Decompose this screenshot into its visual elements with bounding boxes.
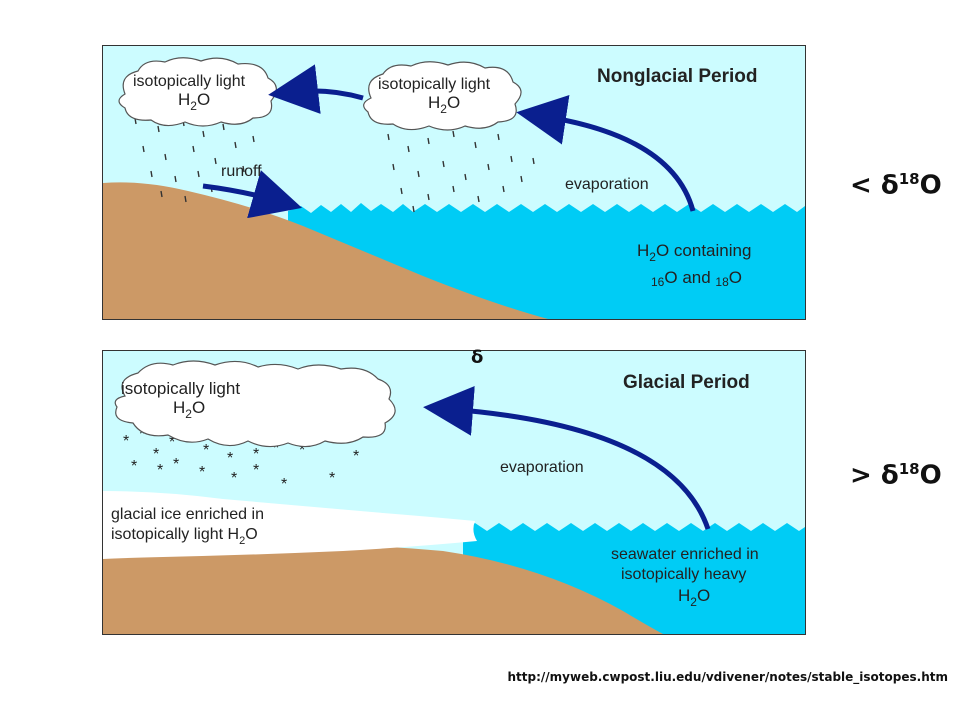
water-label-line2: 16O and 18O [651, 268, 742, 289]
cloud-line2: H2O [173, 398, 205, 421]
svg-text:*: * [273, 440, 279, 457]
svg-text:*: * [231, 470, 237, 487]
nonglacial-period-diagram: isotopically light H2O isotopically ligh… [102, 45, 806, 320]
svg-text:*: * [353, 448, 359, 465]
svg-text:*: * [153, 446, 159, 463]
sea-label-line1: seawater enriched in [611, 546, 759, 563]
rain-left [134, 117, 255, 203]
evaporation-label: evaporation [565, 176, 649, 193]
svg-text:*: * [123, 433, 129, 450]
cloud-drift-arrow [268, 64, 364, 115]
delta18o-high-label: > δ18O [850, 460, 942, 491]
evaporation-arrow [516, 95, 696, 212]
delta-prefix: > δ [850, 460, 899, 491]
cloud [114, 360, 396, 448]
svg-text:*: * [169, 434, 175, 451]
mass-number: 18 [898, 170, 920, 188]
cloud-left-line1: isotopically light [133, 73, 246, 90]
land [103, 542, 663, 634]
sea-label-line3: H2O [678, 586, 710, 609]
svg-text:*: * [173, 456, 179, 473]
svg-text:*: * [199, 464, 205, 481]
land [103, 182, 548, 319]
svg-text:*: * [329, 470, 335, 487]
cloud-right [363, 61, 522, 131]
water-label-line1: H2O containing [637, 241, 751, 264]
svg-text:*: * [253, 462, 259, 479]
cloud-right-line1: isotopically light [378, 76, 491, 93]
svg-text:*: * [253, 446, 259, 463]
element-symbol: O [919, 170, 942, 201]
svg-text:*: * [139, 426, 145, 443]
nonglacial-svg: isotopically light H2O isotopically ligh… [103, 46, 805, 319]
svg-text:*: * [281, 476, 287, 493]
cloud-line1: isotopically light [121, 379, 240, 398]
runoff-label: runoff [221, 163, 262, 180]
cloud-left-line2: H2O [178, 90, 210, 113]
ice-label-line1: glacial ice enriched in [111, 506, 264, 523]
delta-prefix: < δ [850, 170, 899, 201]
svg-text:*: * [131, 458, 137, 475]
delta18o-low-label: < δ18O [850, 170, 942, 201]
glacial-ice [103, 491, 477, 559]
svg-text:*: * [227, 450, 233, 467]
rain-right [387, 130, 535, 213]
cloud-right-line2: H2O [428, 93, 460, 116]
ice-label-line2: isotopically light H2O [111, 526, 258, 547]
delta-symbol: δ [471, 347, 484, 368]
source-url[interactable]: http://myweb.cwpost.liu.edu/vdivener/not… [507, 670, 949, 684]
glacial-svg: *** *** *** *** *** *** ** isotopically … [103, 351, 805, 634]
panel-title: Nonglacial Period [597, 66, 757, 87]
mass-number: 18 [898, 460, 920, 478]
evaporation-label: evaporation [500, 459, 584, 476]
svg-text:*: * [203, 442, 209, 459]
runoff-arrow [202, 170, 303, 219]
glacial-period-diagram: *** *** *** *** *** *** ** isotopically … [102, 350, 806, 635]
evaporation-arrow [423, 385, 711, 530]
svg-text:*: * [299, 442, 305, 459]
panel-title: Glacial Period [623, 372, 750, 393]
element-symbol: O [919, 460, 942, 491]
sea-label-line2: isotopically heavy [621, 566, 746, 583]
svg-text:*: * [157, 462, 163, 479]
